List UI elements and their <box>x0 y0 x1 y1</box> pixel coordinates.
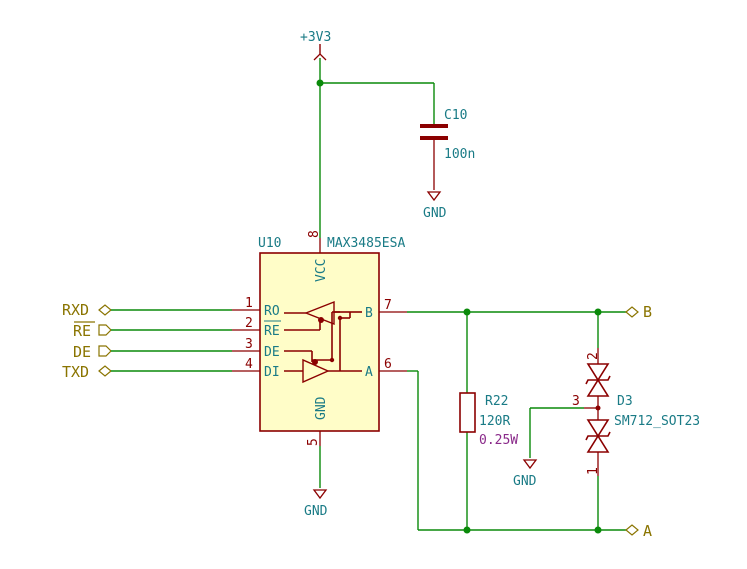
junction-r22-a <box>463 526 471 534</box>
pin8-number: 8 <box>307 230 322 238</box>
gnd-symbol-d3: GND <box>513 459 538 489</box>
junction-d3-b <box>594 308 602 316</box>
receiver-buffer <box>284 300 362 371</box>
gnd-label-u10: GND <box>304 504 328 519</box>
pin-a-name: A <box>365 365 373 380</box>
pin1-number: 1 <box>245 296 253 311</box>
pin4-number: 4 <box>245 357 253 372</box>
pin7-number: 7 <box>384 298 392 313</box>
pin-re-name: RE <box>264 324 280 339</box>
u10-ref: U10 <box>258 236 281 251</box>
net-label-txd: TXD <box>62 363 89 381</box>
c10-value: 100n <box>444 147 475 162</box>
pin-b-name: B <box>365 306 373 321</box>
r22-ref: R22 <box>485 394 508 409</box>
gnd-symbol-u10: GND <box>304 489 328 519</box>
pin-vcc-name: VCC <box>314 259 329 282</box>
r22-value: 120R <box>479 414 510 429</box>
pin3-number: 3 <box>245 337 253 352</box>
vcc-label: +3V3 <box>300 30 331 45</box>
vcc-power-symbol: +3V3 <box>300 30 331 61</box>
ic-u10: U10 MAX3485ESA 8 VCC 5 GND 1 RO 2 RE 3 D… <box>232 230 407 446</box>
net-label-de: DE <box>73 343 91 361</box>
d3-pin2-number: 2 <box>586 352 601 360</box>
resistor-r22: R22 120R 0.25W <box>459 392 518 448</box>
d3-value: SM712_SOT23 <box>614 414 700 429</box>
d3-pin3-number: 3 <box>572 394 580 409</box>
gnd-symbol-c10: GND <box>423 191 447 221</box>
junction-r22-b <box>463 308 471 316</box>
ic-body <box>259 252 380 432</box>
gnd-label-d3: GND <box>513 474 537 489</box>
net-label-a: A <box>643 522 652 540</box>
pin5-number: 5 <box>306 438 321 446</box>
d3-pin1-number: 1 <box>586 467 601 475</box>
net-re: RE <box>73 321 232 340</box>
net-port-a <box>625 524 639 536</box>
net-de: DE <box>73 343 232 361</box>
net-rxd: RXD <box>62 301 232 319</box>
junction-d3-a <box>594 526 602 534</box>
net-label-b: B <box>643 303 652 321</box>
pin6-number: 6 <box>384 357 392 372</box>
r22-rating: 0.25W <box>479 433 518 448</box>
pin-ro-name: RO <box>264 304 280 319</box>
net-txd: TXD <box>62 363 232 381</box>
net-label-re: RE <box>73 322 91 340</box>
vcc-junction <box>316 79 324 87</box>
pin-de-name: DE <box>264 345 280 360</box>
pin2-number: 2 <box>245 316 253 331</box>
d3-ref: D3 <box>617 394 633 409</box>
driver-buffer <box>284 311 362 384</box>
c10-ref: C10 <box>444 108 467 123</box>
tvs-diode-d3: 2 1 3 D3 SM712_SOT23 <box>572 348 700 476</box>
net-label-rxd: RXD <box>62 301 89 319</box>
pin-di-name: DI <box>264 365 280 380</box>
pin-gnd-name: GND <box>314 396 329 420</box>
gnd-label-c10: GND <box>423 206 447 221</box>
u10-value: MAX3485ESA <box>327 236 405 251</box>
capacitor-c10: C10 100n <box>420 108 475 190</box>
net-port-b <box>625 306 639 318</box>
